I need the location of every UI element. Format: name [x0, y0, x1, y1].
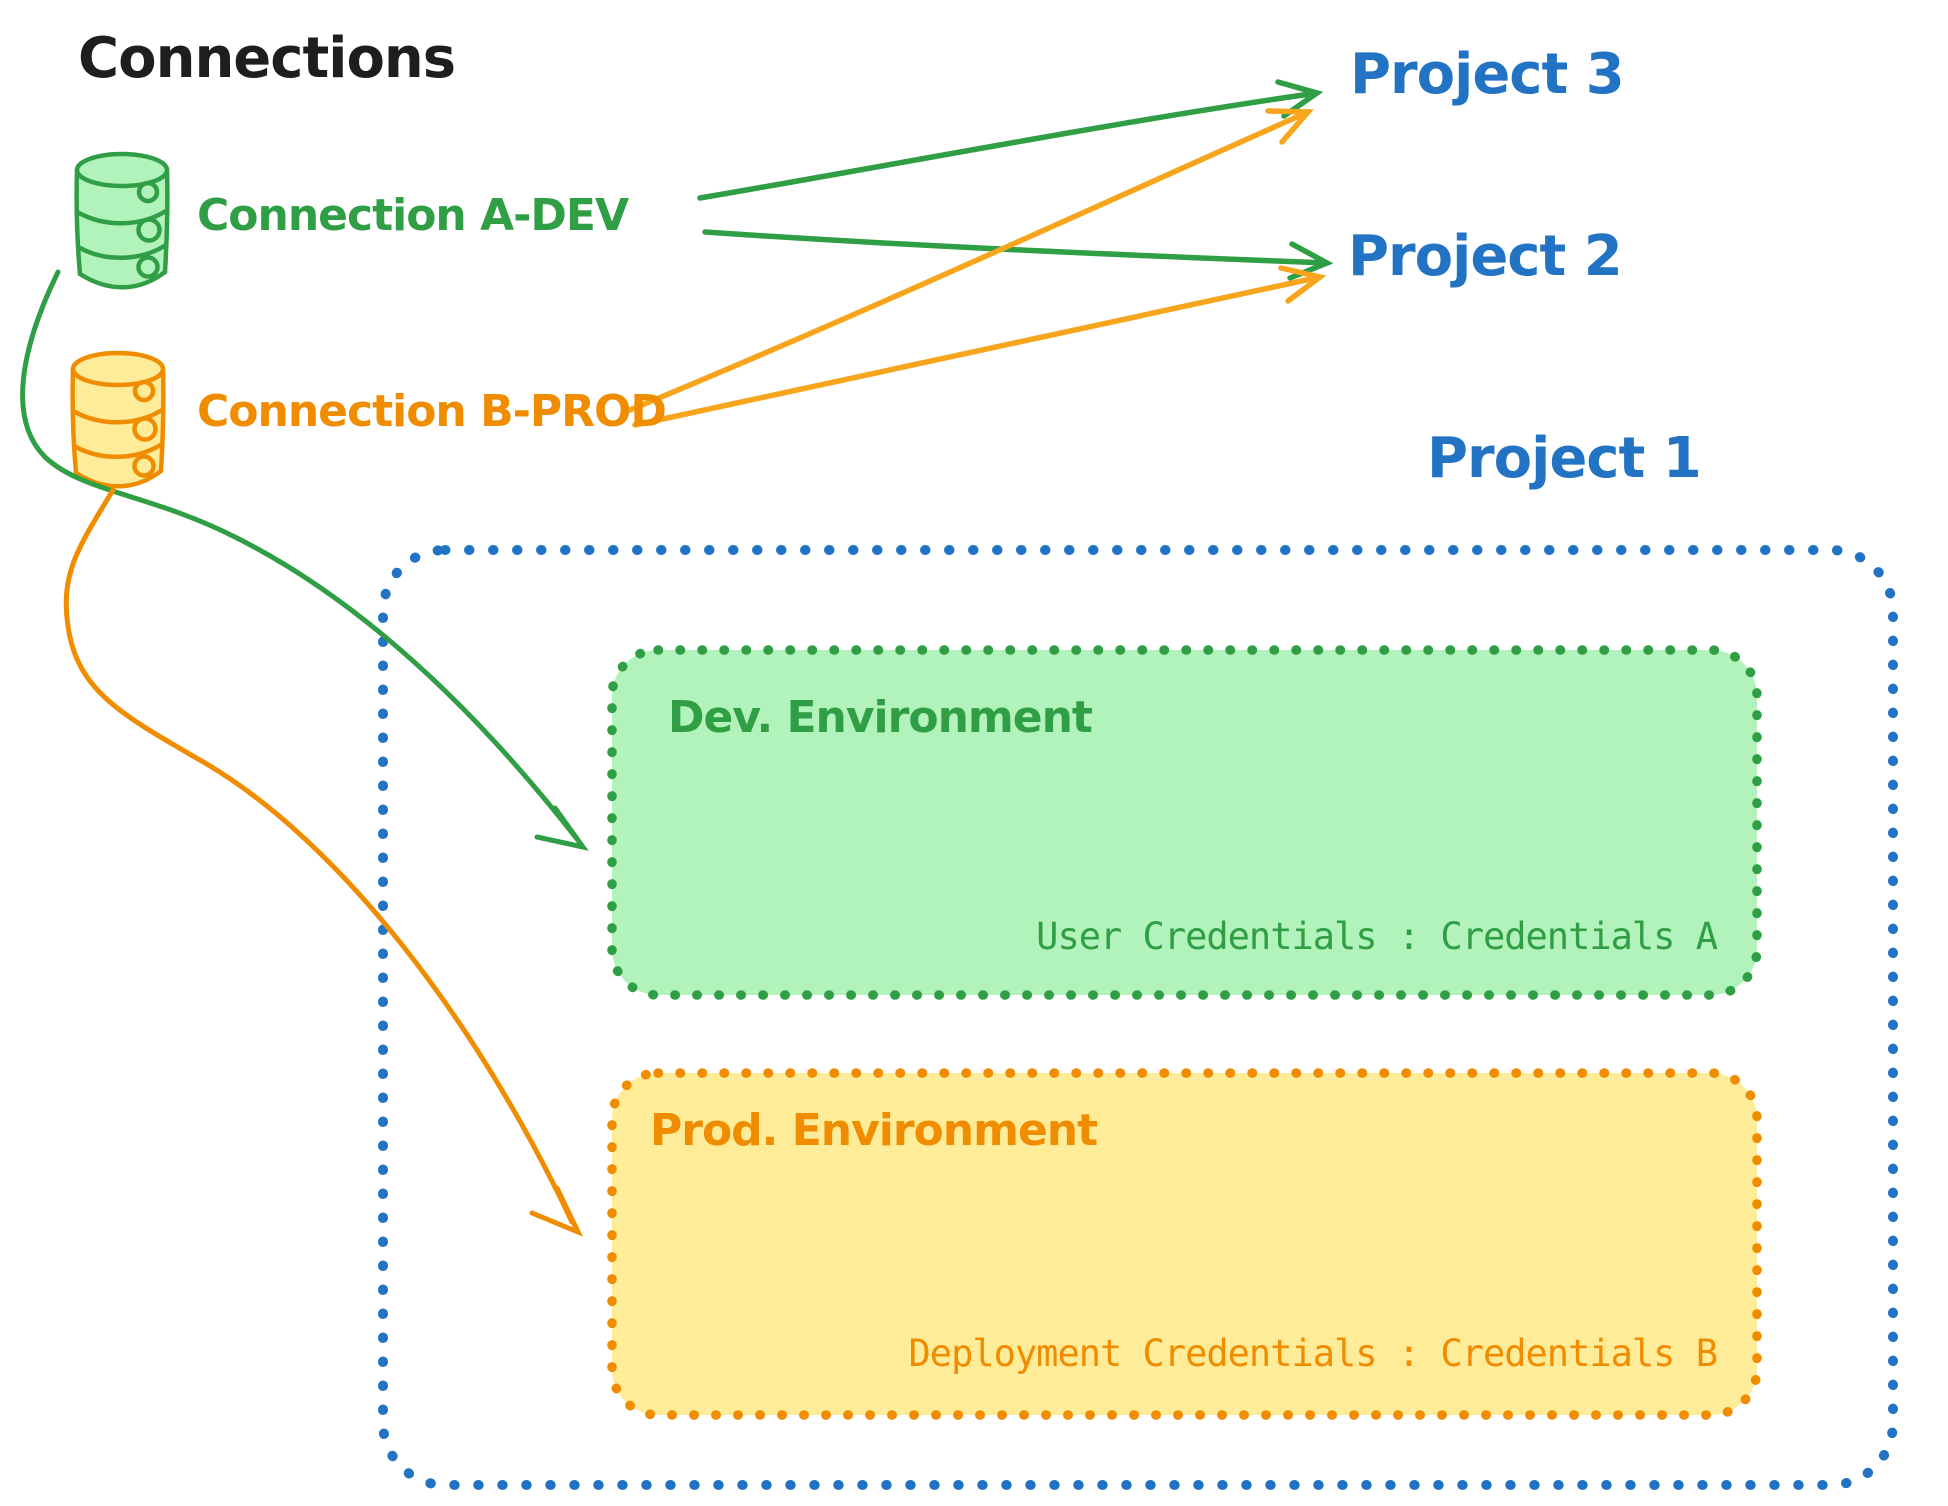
arrow-b-prod-to-project-2: [632, 265, 1327, 428]
arrow-line: [697, 90, 1320, 201]
cylinder-divider: [77, 242, 169, 260]
arrow-a-dev-to-project-3: [697, 79, 1324, 201]
arrow-a-dev-to-project-2: [702, 229, 1334, 281]
connection-b-prod-label: Connection B-PROD: [197, 386, 667, 437]
project-1-container-border: [378, 545, 1898, 1490]
arrow-b-prod-to-prod-environment: [63, 487, 584, 1237]
project-1-label: Project 1: [1427, 426, 1702, 491]
cylinder-dot: [132, 379, 156, 403]
prod-environment-credentials: Deployment Credentials : Credentials B: [908, 1332, 1718, 1375]
project-3-label: Project 3: [1350, 42, 1625, 107]
arrow-a-dev-to-dev-environment: [20, 269, 589, 851]
cylinder-dot: [132, 454, 156, 478]
connection-a-dev-label: Connection A-DEV: [197, 190, 629, 241]
cylinder-dot: [136, 217, 162, 243]
dev-environment-credentials: User Credentials : Credentials A: [1036, 915, 1718, 958]
prod-environment-title: Prod. Environment: [650, 1105, 1098, 1156]
cylinder-dot: [136, 180, 160, 204]
arrow-b-prod-to-project-3: [627, 108, 1314, 413]
cylinder-divider: [73, 441, 165, 459]
cylinder-top: [74, 151, 170, 189]
arrow-head: [1275, 79, 1324, 119]
arrow-line: [702, 229, 1330, 266]
database-cylinder-icon-prod: [70, 350, 166, 489]
arrow-curve: [63, 487, 575, 1225]
arrow-line: [627, 109, 1311, 413]
arrow-head: [534, 805, 589, 851]
cylinder-divider: [72, 407, 165, 425]
cylinder-dot: [136, 255, 160, 279]
dev-environment-title: Dev. Environment: [668, 692, 1093, 743]
arrow-head: [1265, 108, 1314, 145]
arrow-head: [529, 1185, 584, 1237]
project-2-label: Project 2: [1348, 224, 1623, 289]
cylinder-divider: [76, 208, 169, 226]
arrow-line: [632, 274, 1323, 428]
cylinder-dot: [132, 416, 158, 442]
database-cylinder-icon-dev: [74, 151, 170, 290]
arrow-head: [1278, 265, 1327, 304]
cylinder-top: [70, 350, 166, 388]
prod-environment-box: [607, 1068, 1762, 1420]
page-title: Connections: [78, 26, 456, 91]
arrow-curve: [20, 269, 580, 842]
dev-environment-box: [607, 645, 1762, 1000]
